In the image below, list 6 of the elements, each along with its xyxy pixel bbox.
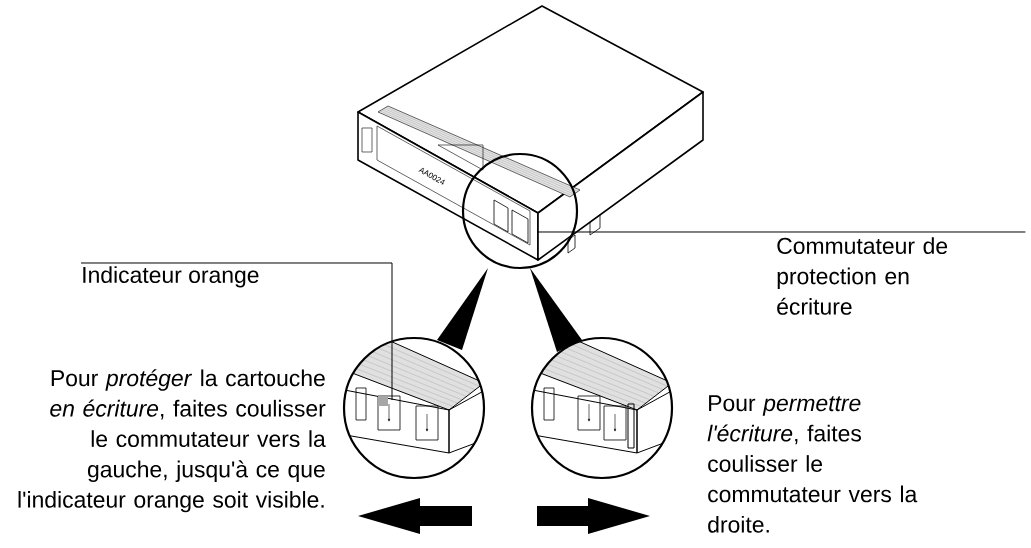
leader-line [80, 262, 393, 401]
callout-label: Commutateur de protection en écriture [777, 237, 948, 315]
callout-label: Indicateur orange [83, 266, 259, 288]
instruction-text: Pour protéger la cartouche en écriture, faites coulisser le commutateur vers la gauche, jusqu'à ce que l'indicateur orange soit visible. [18, 369, 326, 513]
instruction-text: Pour permettre l'écriture, faites coulisser le commutateur vers la droite. [707, 395, 918, 533]
leader-line [536, 231, 1026, 233]
